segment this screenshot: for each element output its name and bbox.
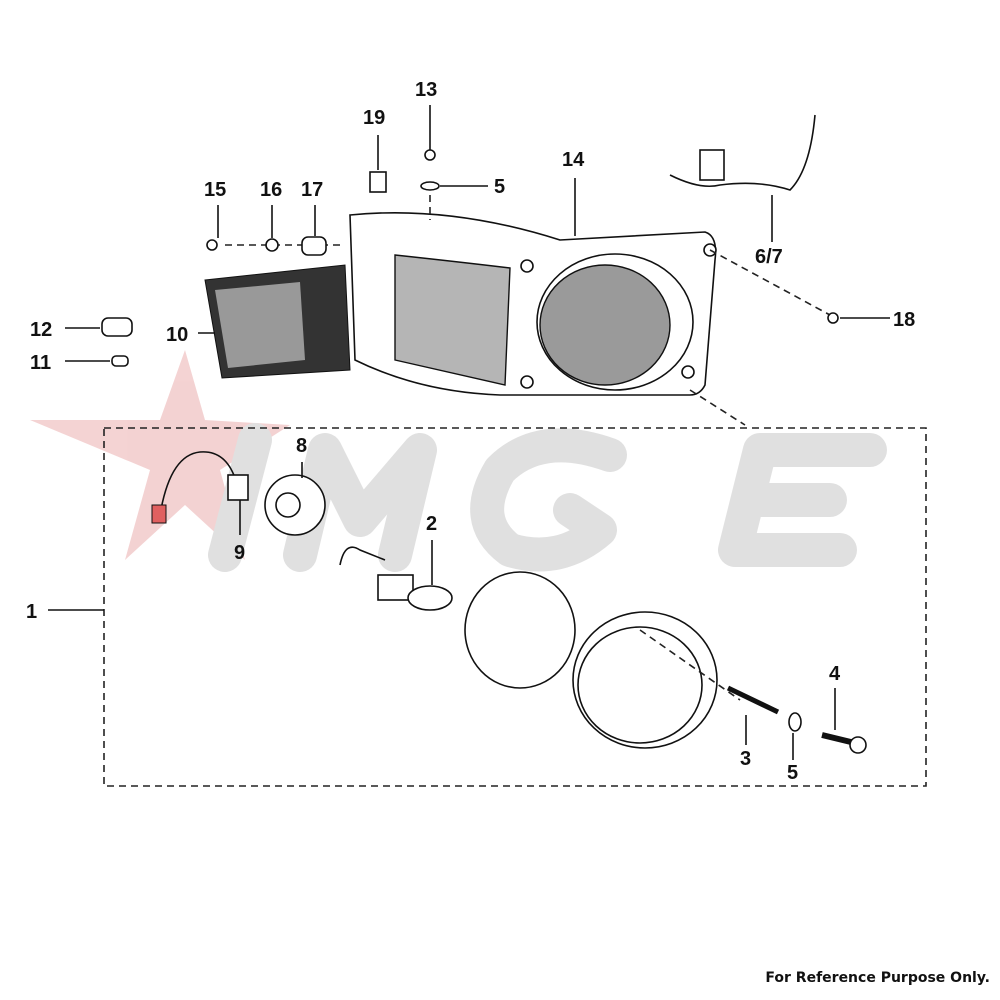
part-6-7-wiring-harness bbox=[669, 114, 816, 191]
reference-disclaimer: For Reference Purpose Only. bbox=[765, 970, 990, 986]
callout-15: 15 bbox=[204, 179, 226, 201]
callout-10: 10 bbox=[166, 324, 188, 346]
callout-3: 3 bbox=[740, 748, 751, 770]
callout-2: 2 bbox=[426, 513, 437, 535]
callout-9: 9 bbox=[234, 542, 245, 564]
callout-16: 16 bbox=[260, 179, 282, 201]
part-19-clip bbox=[369, 171, 387, 193]
part-9-socket bbox=[159, 451, 236, 516]
callout-1: 1 bbox=[26, 601, 37, 623]
callout-13: 13 bbox=[415, 79, 437, 101]
callout-6-7: 6/7 bbox=[755, 246, 783, 268]
callout-14: 14 bbox=[562, 149, 585, 171]
callout-5-bottom: 5 bbox=[787, 762, 798, 784]
callout-11: 11 bbox=[30, 352, 51, 374]
part-2-bulb bbox=[377, 574, 453, 611]
callout-18: 18 bbox=[893, 309, 915, 331]
callout-12: 12 bbox=[30, 319, 52, 341]
callout-19: 19 bbox=[363, 107, 385, 129]
part-14-headlight-cowl bbox=[349, 212, 717, 396]
callout-17: 17 bbox=[301, 179, 323, 201]
callout-4: 4 bbox=[829, 663, 841, 685]
reflector bbox=[464, 571, 576, 689]
assembly-1-boundary bbox=[103, 427, 927, 787]
callout-8: 8 bbox=[296, 435, 307, 457]
part-10-side-lamp bbox=[204, 264, 351, 379]
callout-5-top: 5 bbox=[494, 176, 505, 198]
